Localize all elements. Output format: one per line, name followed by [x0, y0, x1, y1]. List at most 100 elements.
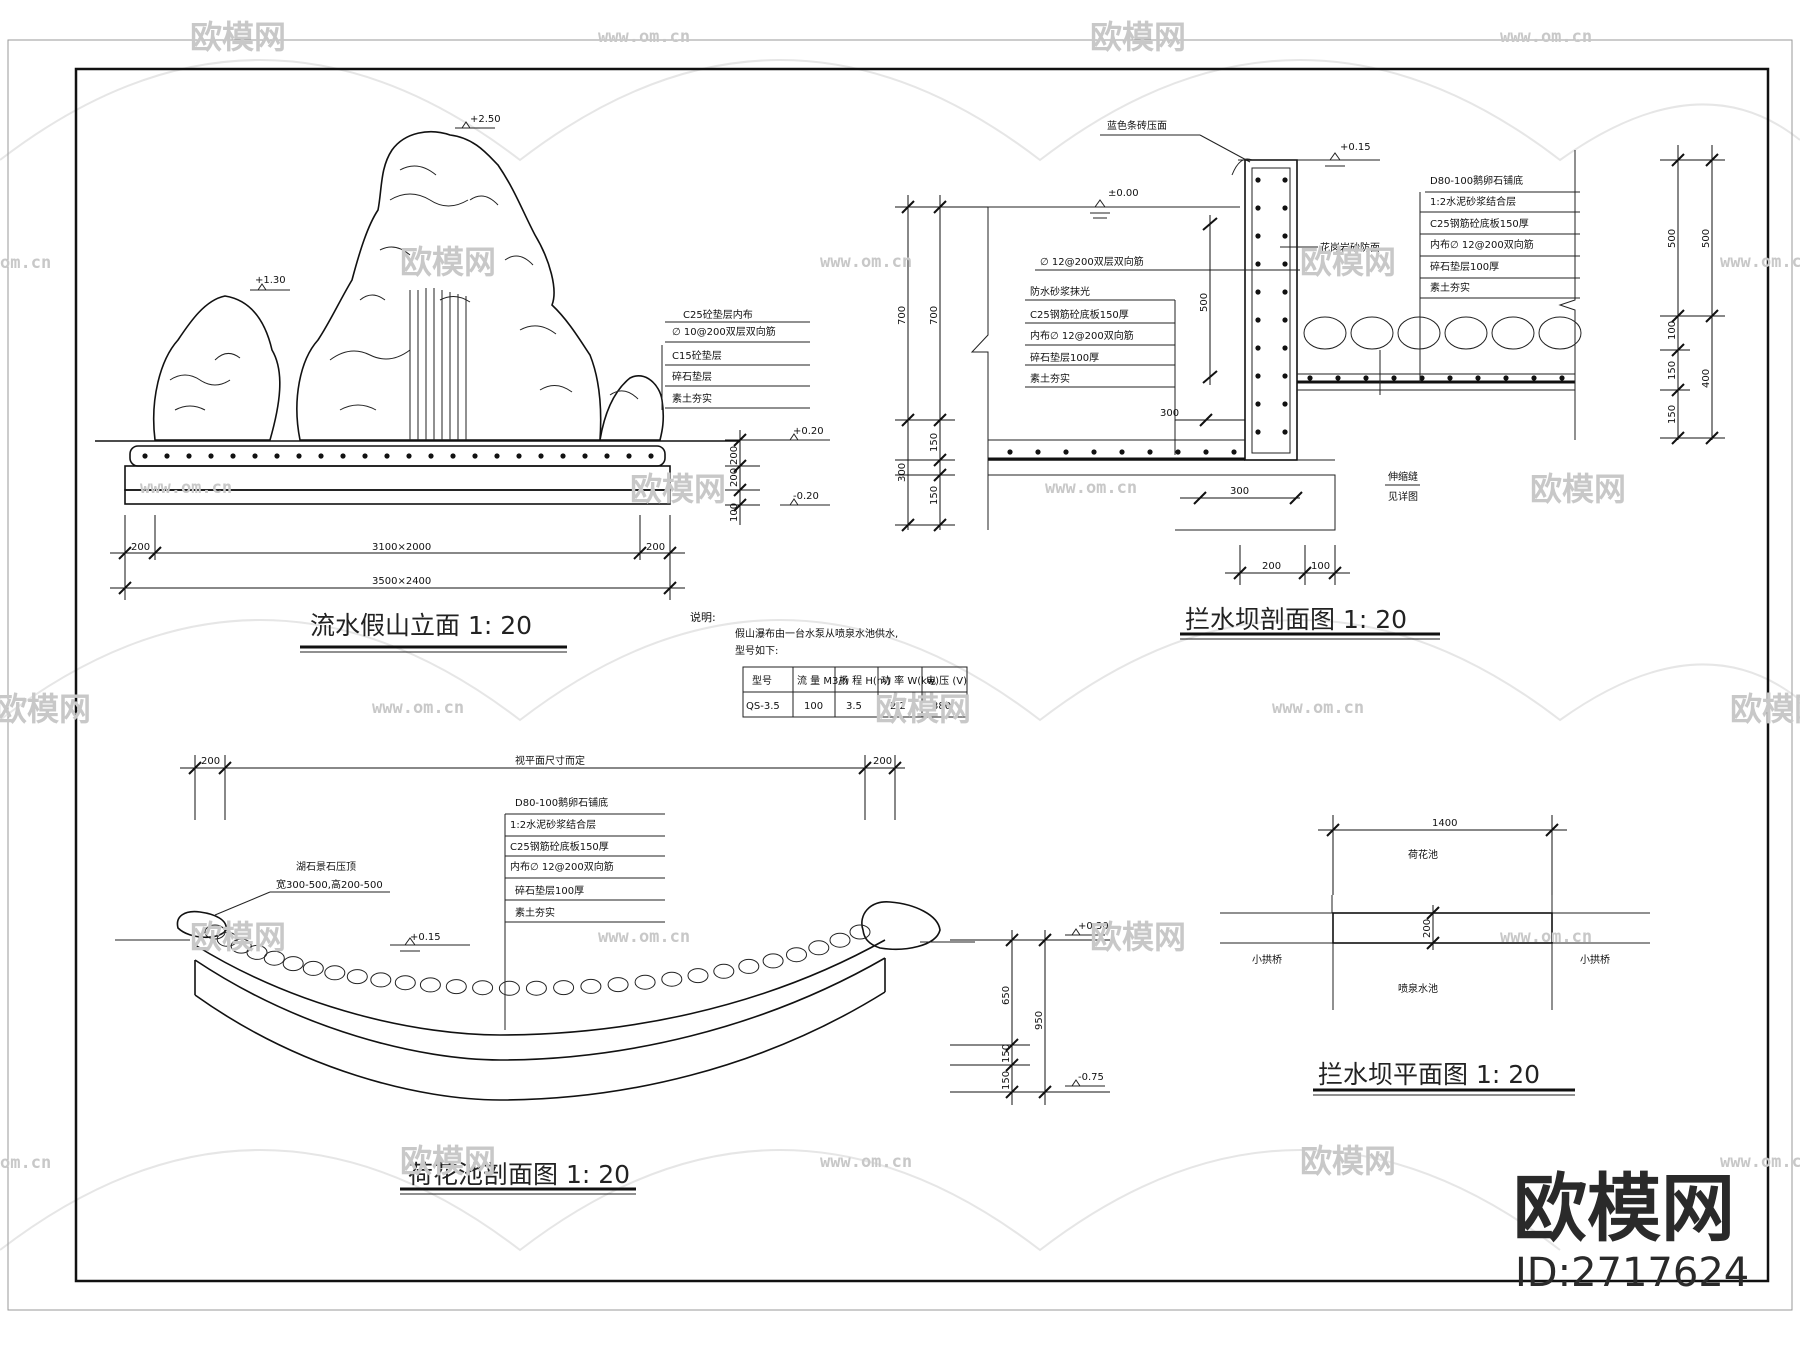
pebble — [713, 963, 735, 979]
watermark-arcs — [0, 59, 1800, 1252]
table-cell-voltage: 380 — [932, 701, 951, 712]
plan-top-label: 荷花池 — [1408, 848, 1438, 861]
pebble — [849, 924, 871, 940]
pond-layer-2: 1:2水泥砂浆结合层 — [510, 818, 596, 831]
notes-heading: 说明: — [690, 610, 716, 624]
dam-dim-300: 300 — [897, 463, 908, 482]
brand-id: ID:2717624 — [1515, 1250, 1749, 1296]
dam-joint-note-2: 见详图 — [1388, 490, 1418, 503]
rebar-dot — [1282, 317, 1288, 323]
watermark-url: www.om.cn — [1500, 927, 1592, 947]
pond-dim-left: 200 — [201, 756, 220, 767]
dam-dim-r400: 400 — [1701, 369, 1712, 388]
rebar-dot — [1391, 375, 1397, 381]
rebar-dot — [1282, 401, 1288, 407]
watermark-logo: 欧模网 — [1300, 243, 1396, 281]
rebar-dot — [1282, 289, 1288, 295]
rebar-dot — [208, 453, 214, 459]
plan-width: 1400 — [1432, 818, 1457, 829]
pebble — [445, 979, 467, 995]
pond-title: 荷花池剖面图 1: 20 — [408, 1160, 630, 1189]
pond-stone-note-1: 湖石景石压顶 — [296, 861, 356, 873]
dam-dim-700a: 700 — [897, 306, 908, 325]
notes-text-1: 假山瀑布由一台水泵从喷泉水池供水, — [735, 627, 898, 640]
rock-dim-side-left: 200 — [131, 542, 150, 553]
dam-right-layer-5: 碎石垫层100厚 — [1430, 260, 1499, 273]
rebar-dot — [1282, 373, 1288, 379]
rebar-dot — [450, 453, 456, 459]
pond-dim-650: 650 — [1001, 986, 1012, 1005]
rebar-dot — [1203, 449, 1209, 455]
rock-dim-v2: 200 — [729, 468, 740, 487]
watermark-logo: 欧模网 — [190, 18, 286, 56]
dam-wall-note: 花岗岩砂防面 — [1320, 241, 1380, 254]
table-header-model: 型号 — [752, 674, 772, 687]
rebar-dot — [1419, 375, 1425, 381]
dam-dim-r100: 100 — [1667, 321, 1678, 340]
watermark-logo: 欧模网 — [0, 690, 91, 728]
pebble — [394, 975, 416, 991]
table-cell-flow: 100 — [804, 701, 823, 712]
pebble — [1444, 316, 1488, 350]
rebar-dot — [560, 453, 566, 459]
pond-section: 200 200 视平面尺寸而定 +0.15 湖石景石压顶 宽300-500,高2… — [115, 754, 1110, 1195]
pebble — [302, 960, 324, 976]
rebar-dot — [1282, 177, 1288, 183]
watermark-url: www.om.cn — [1500, 27, 1592, 47]
pond-dim-right: 200 — [873, 756, 892, 767]
rebar-dot — [1282, 233, 1288, 239]
rebar-dot — [1559, 375, 1565, 381]
watermark-url: www.om.cn — [820, 252, 912, 272]
rockery-elevation: +2.50 +1.30 +0.20 -0.20 C25砼垫层内布 ∅ 10@20… — [95, 114, 830, 653]
dam-plan-title: 拦水坝平面图 1: 20 — [1318, 1060, 1540, 1089]
pebble — [738, 958, 760, 974]
level-base: -0.20 — [793, 491, 819, 502]
rebar-dot — [384, 453, 390, 459]
dam-right-layer-4: 内布∅ 12@200双向筋 — [1430, 238, 1534, 251]
pebble — [324, 965, 346, 981]
rebar-dot — [582, 453, 588, 459]
rebar-dot — [274, 453, 280, 459]
table-header-head: 扬 程 H(m) — [839, 674, 891, 687]
plan-bottom-label: 喷泉水池 — [1398, 982, 1438, 995]
pebble — [498, 980, 520, 996]
level-ground: +0.20 — [793, 426, 824, 437]
rebar-dot — [230, 453, 236, 459]
watermark-logo: 欧模网 — [1730, 690, 1800, 728]
dam-dim-150a: 150 — [929, 433, 940, 452]
rebar-dot — [1307, 375, 1313, 381]
pond-layer-1: D80-100鹅卵石铺底 — [515, 796, 608, 809]
watermark-logo: 欧模网 — [1300, 1142, 1396, 1180]
watermark-logo: 欧模网 — [400, 243, 496, 281]
pond-level-bottom: -0.75 — [1078, 1072, 1104, 1083]
dam-left-layer-4: 内布∅ 12@200双向筋 — [1030, 329, 1134, 342]
pebble — [786, 947, 807, 963]
rebar-dot — [1363, 375, 1369, 381]
plan-thickness: 200 — [1422, 919, 1433, 938]
rebar-dot — [626, 453, 632, 459]
drawing-frame — [74, 67, 1770, 1283]
watermarks: 欧模网 欧模网 www.om.cn www.om.cn om.cn 欧模网 ww… — [0, 18, 1800, 1296]
dam-dim-150b: 150 — [929, 486, 940, 505]
rebar-dot — [1475, 375, 1481, 381]
dam-level-top: +0.15 — [1340, 142, 1371, 153]
pond-dim-150b: 150 — [1001, 1071, 1012, 1090]
watermark-url: om.cn — [0, 1153, 51, 1173]
rock-layer-1: C25砼垫层内布 — [683, 308, 753, 321]
rebar-dot — [362, 453, 368, 459]
pond-dim-top: 视平面尺寸而定 — [515, 754, 585, 767]
plan-left-label: 小拱桥 — [1252, 953, 1282, 966]
rebar-dot — [1255, 289, 1261, 295]
dam-left-layer-2: 防水砂浆抹光 — [1030, 285, 1090, 298]
pond-dim-150a: 150 — [1001, 1044, 1012, 1063]
pebble — [346, 969, 368, 985]
pebble — [762, 953, 784, 969]
rock-dim-v1: 200 — [729, 446, 740, 465]
watermark-url: www.om.cn — [140, 478, 232, 498]
rebar-dot — [1119, 449, 1125, 455]
dam-section-title: 拦水坝剖面图 1: 20 — [1185, 605, 1407, 634]
dam-left-layer-6: 素土夯实 — [1030, 372, 1070, 385]
watermark-url: www.om.cn — [1720, 1152, 1800, 1172]
rebar-dot — [1063, 449, 1069, 455]
rebar-dot — [1007, 449, 1013, 455]
